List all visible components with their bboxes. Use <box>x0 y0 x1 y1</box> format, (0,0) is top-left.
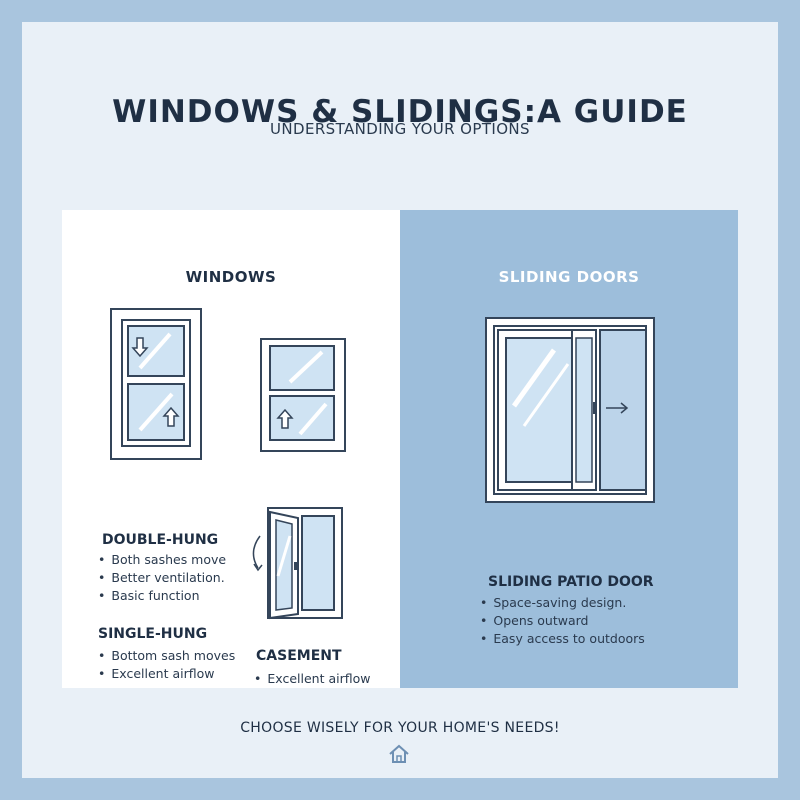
sliding-patio-door-label: SLIDING PATIO DOOR <box>488 574 654 590</box>
sliding-patio-door-bullets: Space-saving design. Opens outward Easy … <box>480 594 645 648</box>
list-item: Bottom sash moves <box>98 647 235 665</box>
list-item: Space-saving design. <box>480 594 645 612</box>
casement-window-illustration <box>252 507 343 620</box>
single-hung-window-illustration <box>260 338 346 452</box>
right-arrow-icon <box>606 402 629 414</box>
single-hung-bullets: Bottom sash moves Excellent airflow <box>98 647 235 683</box>
windows-panel: WINDOWS <box>62 210 400 688</box>
double-hung-window-illustration <box>110 308 202 460</box>
sliding-doors-panel: SLIDING DOORS SLIDING PATIO DOOR Space-s… <box>400 210 738 688</box>
down-arrow-icon <box>131 337 149 358</box>
casement-bullets: Excellent airflow <box>254 670 370 688</box>
windows-heading: WINDOWS <box>185 268 277 286</box>
sliding-patio-door-illustration <box>485 317 655 503</box>
casement-label: CASEMENT <box>256 648 342 664</box>
list-item: Excellent airflow <box>98 665 235 683</box>
sliding-doors-heading: SLIDING DOORS <box>498 268 640 286</box>
list-item: Both sashes move <box>98 551 226 569</box>
curved-arrow-icon <box>252 535 263 572</box>
page-title: WINDOWS & SLIDINGS:A GUIDE <box>112 94 688 130</box>
list-item: Basic function <box>98 587 226 605</box>
double-hung-label: DOUBLE-HUNG <box>102 532 219 548</box>
guide-card: WINDOWS & SLIDINGS:A GUIDE UNDERSTANDING… <box>22 22 778 778</box>
list-item: Opens outward <box>480 612 645 630</box>
list-item: Excellent airflow <box>254 670 370 688</box>
page-subtitle: UNDERSTANDING YOUR OPTIONS <box>270 120 530 138</box>
list-item: Easy access to outdoors <box>480 630 644 648</box>
footer-tagline: CHOOSE WISELY FOR YOUR HOME'S NEEDS! <box>240 720 560 736</box>
list-item: Better ventilation. <box>98 569 226 587</box>
home-icon <box>389 744 409 763</box>
double-hung-bullets: Both sashes move Better ventilation. Bas… <box>98 551 226 605</box>
up-arrow-icon <box>162 406 180 427</box>
up-arrow-icon <box>276 408 294 429</box>
single-hung-label: SINGLE-HUNG <box>98 626 208 642</box>
